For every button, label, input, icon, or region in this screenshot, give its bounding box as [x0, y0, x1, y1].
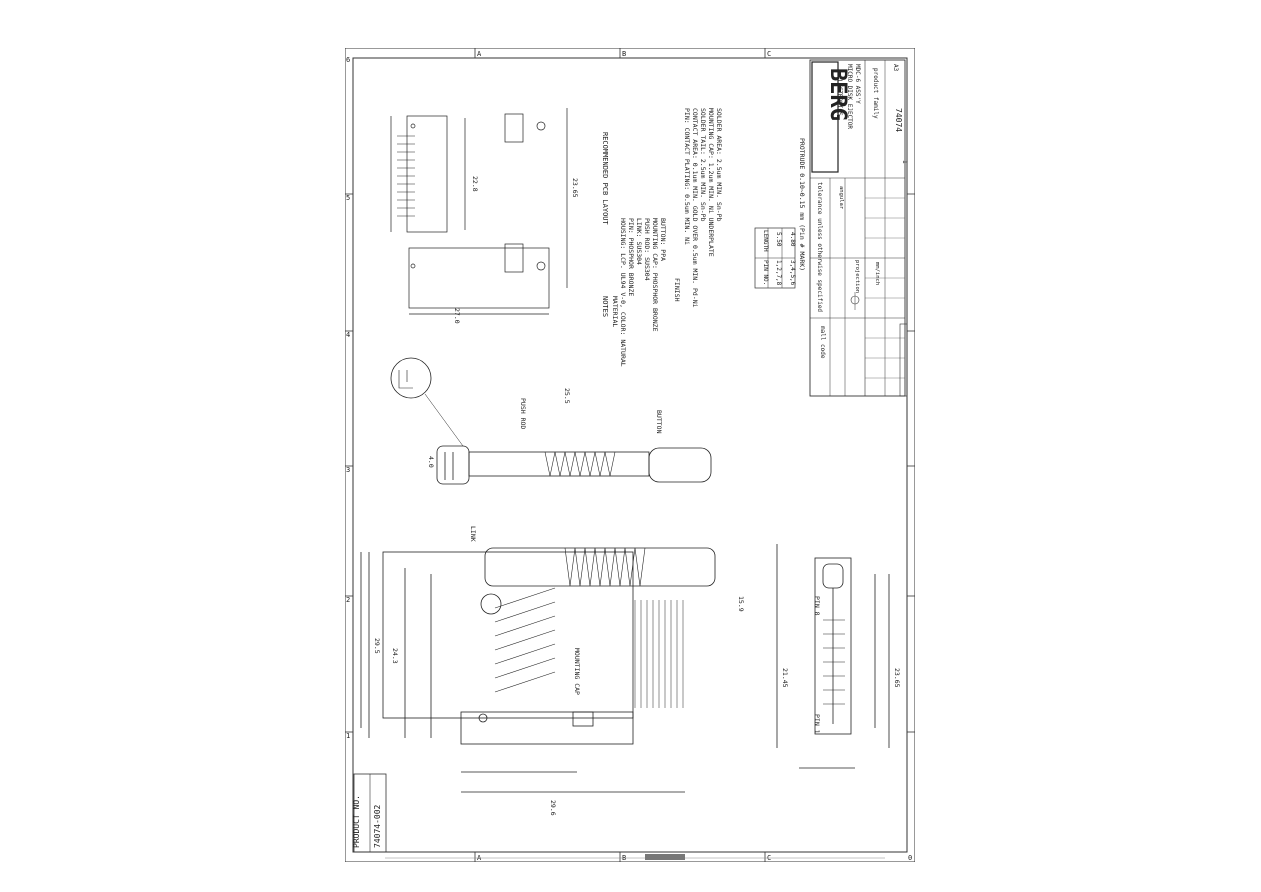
size-value: A3 — [892, 64, 899, 72]
notes-block: NOTES MATERIAL HOUSING: LCP. UL94 V-0, C… — [601, 108, 806, 367]
label-link: LINK — [469, 526, 477, 542]
drawing-title-2: MDC-6 ASS'Y — [854, 64, 861, 104]
dim-27: 27.0 — [453, 308, 461, 324]
note-6: MOUNTING CAP: PHOSPHOR BRONZE — [651, 218, 659, 332]
note-1: MATERIAL — [611, 296, 619, 327]
zone-letter-top-a: A — [477, 50, 482, 58]
zone-num-3: 3 — [346, 466, 350, 474]
label-pin-1: PIN 1 — [813, 714, 821, 734]
dim-23-65-top: 23.65 — [571, 178, 579, 198]
company-name: BERG — [825, 68, 850, 121]
company-subtitle: ELECTRONICS — [836, 76, 843, 116]
note-10: CONTACT AREA: 0.1um MIN. GOLD OVER 0.5um… — [691, 108, 699, 308]
angular-label: angular — [838, 186, 844, 210]
inner-border — [352, 57, 908, 853]
pin-table-row2-pins: 3,4,5,6 — [789, 260, 796, 286]
zone-num-0: 0 — [908, 854, 912, 862]
note-3: PIN: PHOSPHOR BRONZE — [627, 218, 635, 296]
outer-border — [345, 48, 915, 862]
label-pin-8: PIN 8 — [813, 596, 821, 616]
note-2: HOUSING: LCP. UL94 V-0, COLOR: NATURAL — [619, 218, 627, 367]
dim-21-45: 21.45 — [781, 668, 789, 688]
note-8: FINISH — [673, 278, 681, 302]
pin-table-row1-pins: 1,2,7,8 — [775, 260, 782, 286]
pcb-layout-title: RECOMMENDED PCB LAYOUT — [601, 132, 609, 226]
zone-letter-top-b: B — [622, 50, 626, 58]
label-button: BUTTON — [655, 410, 663, 434]
berg-logo — [811, 61, 839, 173]
zone-num-6: 6 — [346, 56, 350, 64]
zone-num-1: 1 — [346, 732, 350, 740]
dim-29-6: 29.6 — [549, 800, 557, 816]
sheet-number: 1 — [901, 160, 908, 164]
title-block: BERG ELECTRONICS MICRO DISK EJECTOR MDC-… — [809, 59, 908, 397]
projection-label: projection — [854, 260, 860, 293]
mall-code: mall code — [819, 326, 826, 359]
dim-22-8: 22.8 — [471, 176, 479, 192]
note-13: SOLDER AREA: 2.5um MIN. Sn-Pb — [715, 108, 723, 222]
tolerance-note: tolerance unless otherwise specified — [816, 182, 823, 312]
copyright-strip — [385, 854, 885, 860]
dim-4-0: 4.0 — [427, 456, 435, 468]
note-11: SOLDER TAIL: 2.5um MIN. Sn-Pb — [699, 108, 707, 222]
pin-table-header-length: LENGTH — [762, 230, 769, 252]
pin-table-row2-length: 4.80 — [789, 232, 796, 247]
product-number-label: PRODUCT NO. — [352, 795, 361, 848]
note-14: PROTRUDE 0.10~0.15 mm (Pin # MARK) — [798, 138, 806, 271]
sheet-tab — [899, 323, 908, 397]
note-5: PUSH ROD: SUS304 — [643, 218, 651, 281]
note-4: LINK: SUS304 — [635, 218, 643, 265]
product-number-box: PRODUCT NO. 74074-002 — [352, 773, 387, 853]
zone-num-4: 4 — [346, 331, 350, 339]
side-view — [390, 357, 712, 485]
zone-num-2: 2 — [346, 596, 350, 604]
pin-table-row1-length: 5.50 — [775, 232, 782, 247]
front-view — [776, 544, 890, 769]
dim-24-3: 24.3 — [391, 648, 399, 664]
label-push-rod: PUSH ROD — [519, 398, 527, 429]
drawing-sheet: A B C A B C 6 5 4 3 2 1 0 BERG ELECTRONI… — [345, 48, 915, 862]
product-family-label: product family — [872, 68, 879, 119]
drawing-number: 74074 — [894, 108, 903, 132]
pin-table-header-pin: PIN NO. — [762, 260, 769, 285]
plan-view — [360, 547, 716, 793]
note-9: PIN: CONTACT PLATING: 0.5um MIN. Ni — [683, 108, 691, 245]
engineering-drawing: A B C A B C 6 5 4 3 2 1 0 BERG ELECTRONI… — [345, 48, 915, 862]
note-7: BUTTON: PPA — [659, 218, 667, 261]
drawing-title-1: MICRO DISK EJECTOR — [846, 64, 853, 129]
zone-num-5: 5 — [346, 194, 350, 202]
label-mounting-cap: MOUNTING CAP — [573, 648, 581, 695]
pcb-layout-view — [390, 108, 568, 315]
dim-29-5: 29.5 — [373, 638, 381, 654]
note-12: MOUNTING CAP: 1.2um MIN. Ni UNDERPLATE — [707, 108, 715, 257]
units-label: mm/inch — [874, 262, 880, 285]
product-number-value: 74074-002 — [373, 804, 382, 848]
zone-letter-top-c: C — [767, 50, 771, 58]
dim-15-9: 15.9 — [737, 596, 745, 612]
pin-length-table: PIN NO. LENGTH 1,2,7,8 5.50 3,4,5,6 4.80 — [754, 227, 796, 289]
dim-23-65: 23.65 — [893, 668, 901, 688]
dim-25-5: 25.5 — [563, 388, 571, 404]
notes-heading: NOTES — [601, 296, 609, 317]
zone-ticks — [345, 48, 915, 862]
